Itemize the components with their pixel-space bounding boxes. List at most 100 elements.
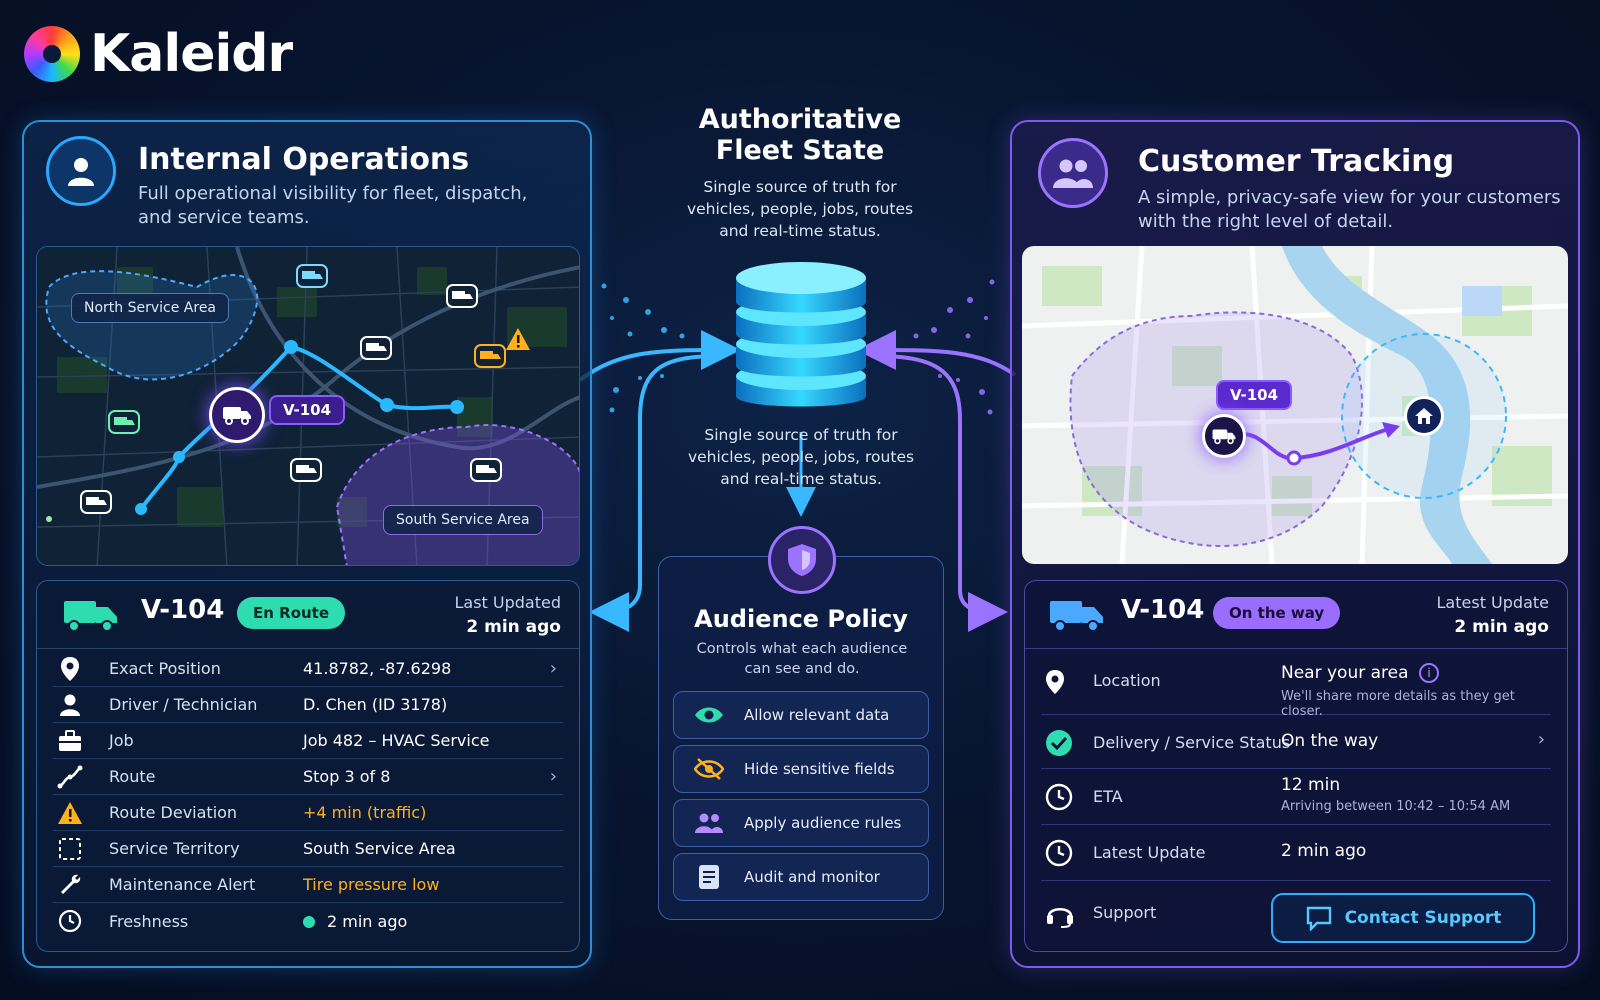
vehicle-marker[interactable] <box>1202 414 1246 458</box>
clock-icon <box>53 909 87 933</box>
internal-title: Internal Operations <box>138 142 470 177</box>
detail-row-eta: ETA 12 min Arriving between 10:42 – 10:5… <box>1041 769 1551 825</box>
warning-icon <box>53 801 87 825</box>
users-icon <box>1038 138 1108 208</box>
vehicle-marker[interactable] <box>469 457 505 489</box>
detail-row-latest-update: Latest Update 2 min ago <box>1041 825 1551 881</box>
clock-icon <box>1045 839 1073 871</box>
detail-row-maintenance: Maintenance Alert Tire pressure low <box>53 867 563 903</box>
status-badge: En Route <box>237 597 346 629</box>
location-pin-icon <box>1045 669 1065 699</box>
detail-row-location: Location Near your area i We'll share mo… <box>1041 651 1551 719</box>
vehicle-marker[interactable] <box>295 263 331 295</box>
user-icon <box>46 136 116 206</box>
truck-icon <box>223 407 251 425</box>
brand-name: Kaleidr <box>90 24 293 84</box>
audience-policy-title: Audience Policy <box>694 605 908 633</box>
freshness-dot <box>303 916 315 928</box>
vehicle-tag-v104: V-104 <box>269 395 346 425</box>
truck-icon <box>1050 601 1103 632</box>
detail-row-status[interactable]: Delivery / Service Status On the way › <box>1041 715 1551 769</box>
detail-row-territory: Service Territory South Service Area <box>53 831 563 867</box>
vehicle-marker[interactable] <box>359 335 395 367</box>
detail-row-driver: Driver / Technician D. Chen (ID 3178) <box>53 687 563 723</box>
selected-vehicle-marker[interactable] <box>209 387 265 443</box>
users-icon <box>674 812 744 834</box>
audience-policy-card: Audience Policy Controls what each audie… <box>658 556 944 920</box>
customer-subtitle: A simple, privacy-safe view for your cus… <box>1138 187 1561 232</box>
clock-icon <box>1045 783 1073 815</box>
chevron-right-icon: › <box>1537 729 1545 750</box>
vehicle-id: V-104 <box>141 595 225 625</box>
chevron-right-icon: › <box>549 766 557 787</box>
shield-icon <box>768 526 836 594</box>
contact-support-button[interactable]: Contact Support <box>1271 893 1535 943</box>
light-map-canvas <box>1022 246 1568 564</box>
truck-icon <box>446 284 478 308</box>
vehicle-marker[interactable] <box>107 409 143 441</box>
person-icon <box>53 693 87 717</box>
check-circle-icon <box>1045 729 1073 761</box>
detail-row-job: Job Job 482 – HVAC Service <box>53 723 563 759</box>
truck-icon <box>360 336 392 360</box>
internal-subtitle: Full operational visibility for fleet, d… <box>138 183 528 228</box>
detail-row-deviation: Route Deviation +4 min (traffic) <box>53 795 563 831</box>
detail-row-freshness: Freshness 2 min ago <box>53 903 563 939</box>
chat-bubble-icon <box>1306 906 1331 931</box>
customer-tracking-map[interactable]: V-104 <box>1022 246 1568 564</box>
home-icon[interactable] <box>1404 396 1444 436</box>
truck-icon <box>1212 429 1236 445</box>
warning-icon <box>505 327 531 355</box>
detail-row-position[interactable]: Exact Position 41.8782, -87.6298 › <box>53 651 563 687</box>
truck-icon <box>474 344 506 368</box>
policy-allow-data[interactable]: Allow relevant data <box>673 691 929 739</box>
document-icon <box>674 864 744 890</box>
truck-icon <box>470 458 502 482</box>
truck-icon <box>64 601 117 632</box>
vehicle-alert-marker[interactable] <box>473 343 509 375</box>
info-icon[interactable]: i <box>1419 663 1439 683</box>
eye-icon <box>674 705 744 725</box>
vehicle-tag-v104: V-104 <box>1216 380 1293 410</box>
policy-audit-monitor[interactable]: Audit and monitor <box>673 853 929 901</box>
briefcase-icon <box>53 729 87 752</box>
brand-logo: Kaleidr <box>24 24 293 84</box>
customer-title: Customer Tracking <box>1138 144 1455 179</box>
policy-hide-fields[interactable]: Hide sensitive fields <box>673 745 929 793</box>
vehicle-marker[interactable] <box>445 283 481 315</box>
truck-icon <box>108 410 140 434</box>
truck-icon <box>80 490 112 514</box>
truck-icon <box>296 264 328 288</box>
route-icon <box>53 765 87 789</box>
detail-row-route[interactable]: Route Stop 3 of 8 › <box>53 759 563 795</box>
support-label: Support <box>1093 903 1157 922</box>
vehicle-id: V-104 <box>1121 595 1205 625</box>
kaleidoscope-logo-icon <box>24 26 80 82</box>
internal-fleet-map[interactable]: North Service Area South Service Area V-… <box>36 246 580 566</box>
location-pin-icon <box>53 656 87 682</box>
truck-icon <box>290 458 322 482</box>
headset-icon <box>1045 899 1075 933</box>
eye-off-icon <box>674 757 744 781</box>
north-service-area-label: North Service Area <box>71 293 230 323</box>
status-badge: On the way <box>1213 597 1341 629</box>
vehicle-marker[interactable] <box>79 489 115 521</box>
vehicle-marker[interactable] <box>289 457 325 489</box>
territory-icon <box>53 837 87 861</box>
policy-audience-rules[interactable]: Apply audience rules <box>673 799 929 847</box>
wrench-icon <box>53 873 87 897</box>
chevron-right-icon: › <box>549 658 557 679</box>
database-icon <box>736 262 866 407</box>
south-service-area-label: South Service Area <box>383 505 543 535</box>
